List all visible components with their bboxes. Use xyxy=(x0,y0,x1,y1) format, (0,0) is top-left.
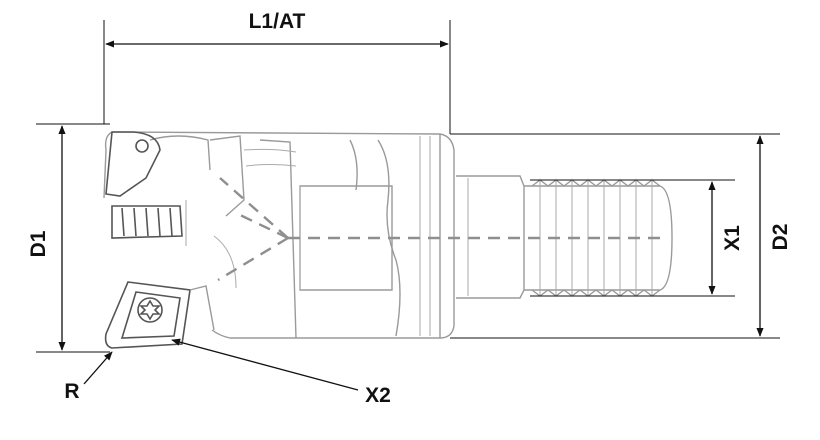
label-r: R xyxy=(64,380,79,403)
label-x2: X2 xyxy=(365,384,391,407)
dimension-x2: X2 xyxy=(171,338,391,407)
tool-body xyxy=(103,131,673,349)
label-x1: X1 xyxy=(721,225,744,251)
dimension-d2: D2 xyxy=(450,133,792,339)
label-l1: L1/AT xyxy=(249,10,306,33)
dimension-l1: L1/AT xyxy=(103,10,451,134)
label-d2: D2 xyxy=(769,224,792,251)
dimension-x1: X1 xyxy=(530,179,744,297)
dimension-d1: D1 xyxy=(27,123,110,353)
coolant-channels xyxy=(217,177,668,282)
dimension-r: R xyxy=(64,351,113,403)
label-d1: D1 xyxy=(27,230,50,257)
